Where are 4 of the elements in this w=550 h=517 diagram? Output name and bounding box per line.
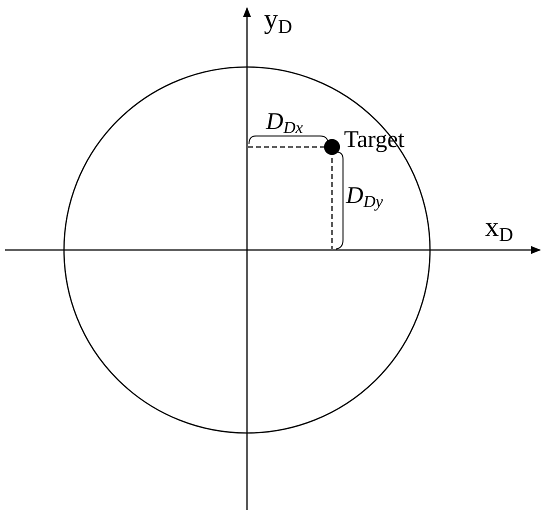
axis-label: x$_{D}$ bbox=[485, 214, 514, 246]
dimension-label: D$_{Dx}$ bbox=[266, 110, 303, 137]
axis-label: y$_{D}$ bbox=[264, 6, 292, 38]
dimension-label: D$_{Dy}$ bbox=[346, 184, 383, 211]
